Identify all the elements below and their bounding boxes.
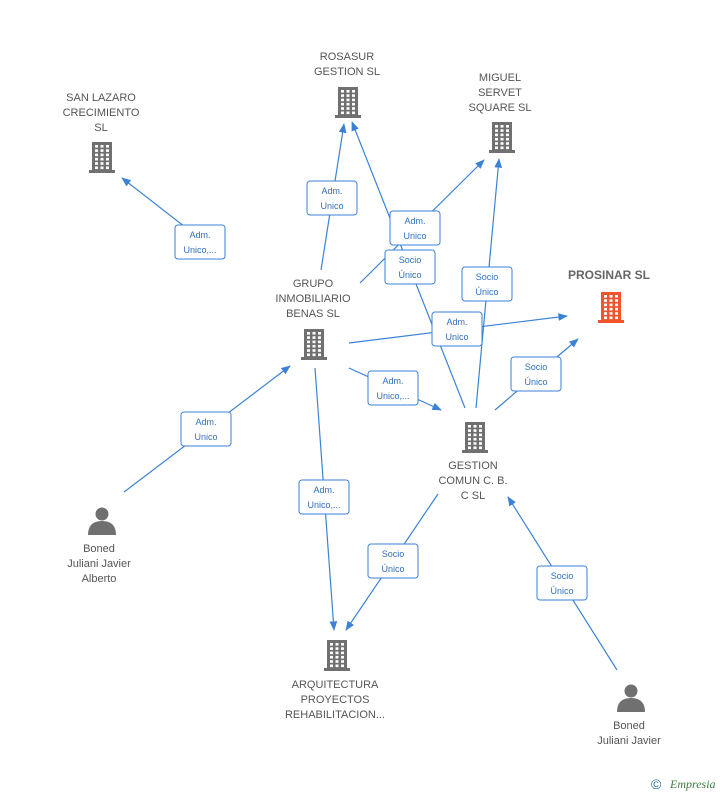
edge-label-box: [510, 356, 562, 392]
building-icon: [462, 422, 488, 453]
edge-label-text: Unico: [403, 231, 426, 241]
edge-label-text: Único: [381, 564, 404, 574]
edge-label-box: [384, 249, 436, 285]
building-icon: [324, 640, 350, 671]
edge-label-box: [536, 565, 588, 601]
edge-label-grupo-to-gestion[interactable]: Adm. Unico,...: [367, 370, 419, 406]
edge-label-grupo-to-rosasur[interactable]: Adm. Unico: [306, 180, 358, 216]
edge-label-text: Único: [524, 377, 547, 387]
node-label-miguel: SERVET: [478, 87, 522, 99]
node-label-miguel: SQUARE SL: [469, 102, 532, 114]
node-label-sanlazaro: SAN LAZARO: [66, 92, 136, 104]
edge-label-text: Socio: [551, 571, 574, 581]
edge-label-text: Adm.: [189, 230, 210, 240]
edge-label-text: Único: [475, 287, 498, 297]
edge-label-text: Socio: [382, 549, 405, 559]
watermark-brand: Empresia: [669, 777, 716, 791]
edge-label-box: [461, 266, 513, 302]
node-label-sanlazaro: CRECIMIENTO: [63, 107, 140, 119]
edge-label-text: Socio: [476, 272, 499, 282]
node-label-arquitectura: PROYECTOS: [301, 694, 370, 706]
edge-label-text: Único: [550, 586, 573, 596]
edge-label-text: Socio: [399, 255, 422, 265]
nodes-layer: ROSASUR GESTION SL MIGUEL SERVET SQUARE SL SA…: [63, 51, 662, 747]
node-grupo[interactable]: GRUPO INMOBILIARIO BENAS SL: [275, 278, 351, 360]
watermark: © Empresia: [651, 776, 716, 792]
node-arquitectura[interactable]: ARQUITECTURA PROYECTOS REHABILITACION...: [285, 640, 385, 721]
node-label-miguel: MIGUEL: [479, 72, 521, 84]
edge-label-box: [180, 411, 232, 447]
node-label-grupo: BENAS SL: [286, 308, 340, 320]
edge-label-box: [367, 370, 419, 406]
edge-label-box: [389, 210, 441, 246]
edge-label-text: Unico,...: [376, 391, 409, 401]
building-icon: [335, 87, 361, 118]
node-label-rosasur: GESTION SL: [314, 66, 380, 78]
edge-label-grupo-to-prosinar[interactable]: Adm. Unico: [431, 311, 483, 347]
edge-label-box: [174, 224, 226, 260]
edge-label-box: [306, 180, 358, 216]
edge-label-text: Unico,...: [183, 245, 216, 255]
person-icon: [88, 507, 116, 535]
edge-label-text: Adm.: [195, 417, 216, 427]
node-label-boned2: Boned: [613, 720, 645, 732]
edge-label-text: Unico: [194, 432, 217, 442]
edge-label-text: Único: [398, 270, 421, 280]
edge-label-grupo-to-sanlazaro[interactable]: Adm. Unico,...: [174, 224, 226, 260]
node-label-prosinar: PROSINAR SL: [568, 268, 650, 282]
edge-label-text: Adm.: [321, 186, 342, 196]
node-sanlazaro[interactable]: SAN LAZARO CRECIMIENTO SL: [63, 92, 140, 173]
person-icon: [617, 684, 645, 712]
edge-label-text: Unico,...: [307, 500, 340, 510]
building-icon: [489, 122, 515, 153]
node-label-arquitectura: REHABILITACION...: [285, 709, 385, 721]
edge-label-grupo-to-arquitectura[interactable]: Adm. Unico,...: [298, 479, 350, 515]
copyright-symbol: ©: [651, 776, 662, 792]
node-rosasur[interactable]: ROSASUR GESTION SL: [314, 51, 380, 118]
node-label-sanlazaro: SL: [94, 122, 107, 134]
node-label-boned1: Juliani Javier: [67, 558, 131, 570]
edge-label-text: Adm.: [382, 376, 403, 386]
node-label-gestion: COMUN C. B.: [438, 475, 507, 487]
edge-label-text: Unico: [320, 201, 343, 211]
edge-label-text: Adm.: [446, 317, 467, 327]
edge-labels-layer: Adm.Unico,...Adm.UnicoAdm.UnicoSocioÚnic…: [174, 180, 588, 601]
node-label-rosasur: ROSASUR: [320, 51, 374, 63]
node-label-boned1: Boned: [83, 543, 115, 555]
building-icon: [301, 329, 327, 360]
building-icon: [598, 292, 624, 323]
edge-label-text: Unico: [445, 332, 468, 342]
node-label-grupo: GRUPO: [293, 278, 334, 290]
node-label-arquitectura: ARQUITECTURA: [292, 679, 379, 691]
edge-label-text: Socio: [525, 362, 548, 372]
node-miguel[interactable]: MIGUEL SERVET SQUARE SL: [469, 72, 532, 153]
node-gestion[interactable]: GESTION COMUN C. B. C SL: [438, 422, 508, 502]
edge-label-box: [431, 311, 483, 347]
edge-label-boned1-to-grupo[interactable]: Adm. Unico: [180, 411, 232, 447]
node-label-grupo: INMOBILIARIO: [275, 293, 351, 305]
node-label-boned1: Alberto: [82, 573, 117, 585]
node-label-gestion: C SL: [461, 490, 485, 502]
building-icon: [89, 142, 115, 173]
node-label-gestion: GESTION: [448, 460, 498, 472]
edge-label-text: Adm.: [313, 485, 334, 495]
edge-label-grupo-to-miguel[interactable]: Adm. Unico: [389, 210, 441, 246]
node-prosinar[interactable]: PROSINAR SL: [568, 268, 650, 323]
edge-label-box: [298, 479, 350, 515]
edge-label-box: [367, 543, 419, 579]
edge-label-text: Adm.: [404, 216, 425, 226]
node-label-boned2: Juliani Javier: [597, 735, 661, 747]
